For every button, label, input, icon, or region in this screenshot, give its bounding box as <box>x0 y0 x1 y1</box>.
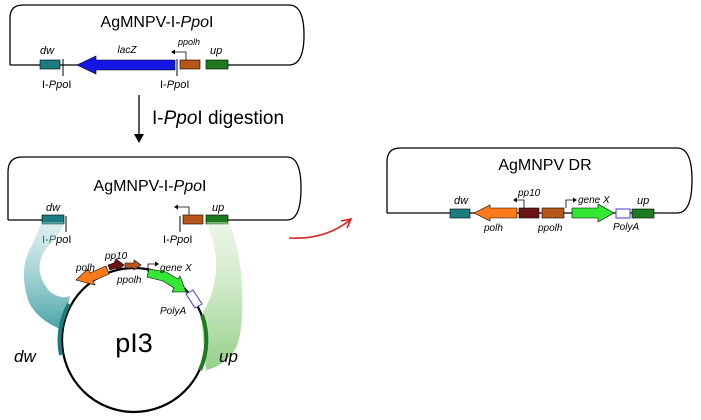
polya-box <box>615 208 631 219</box>
site-left-label: I-PpoI <box>42 79 71 91</box>
polh-label: polh <box>75 263 95 274</box>
lacz-label: lacZ <box>118 45 138 56</box>
down-arrow-icon <box>134 134 144 143</box>
polh-arrow <box>473 204 518 222</box>
up-box <box>631 208 655 219</box>
pp10-label: pp10 <box>104 251 128 262</box>
digestion-step: I-PpoI digestion <box>134 95 284 143</box>
up-label: up <box>210 45 222 57</box>
pp10-label: pp10 <box>517 188 541 199</box>
up-label: up <box>212 202 224 214</box>
result-construct-title: AgMNPV DR <box>498 157 591 174</box>
pp10-block <box>107 258 125 272</box>
gene-x-promoter-arrow <box>147 263 156 272</box>
transition-arrow <box>288 219 351 239</box>
ppolh-box <box>541 207 565 219</box>
site-right-label: I-PpoI <box>160 79 189 91</box>
gene-x-arrow <box>146 268 187 293</box>
ppolh-promoter-arrow <box>178 206 190 215</box>
plasmid-pi3: pI3 polh pp10 ppolh gene X PolyA dw up <box>14 251 238 414</box>
top-construct-title: AgMNPV-I-PpoI <box>101 14 214 31</box>
gene-x-promoter-arrow <box>565 199 574 208</box>
ppolh-box <box>179 59 201 70</box>
polh-arrow <box>75 265 110 286</box>
plasmid-up-label: up <box>219 347 238 366</box>
top-construct: AgMNPV-I-PpoI dw I-PpoI lacZ I-PpoI ppol… <box>9 4 305 91</box>
polh-label: polh <box>483 223 503 234</box>
lacz-arrow <box>76 55 176 75</box>
site-right-label: I-PpoI <box>163 234 192 246</box>
plasmid-up-segment <box>198 314 209 371</box>
ppolh-block <box>124 259 142 271</box>
up-box <box>205 59 229 70</box>
ppolh-promoter-arrow <box>175 51 187 60</box>
up-recombination-band <box>201 222 243 370</box>
polya-label: PolyA <box>160 306 186 317</box>
plasmid-dw-segment <box>57 303 71 356</box>
dw-box <box>39 59 61 70</box>
dw-label: dw <box>46 202 61 214</box>
gene-x-label: gene X <box>160 263 192 274</box>
gene-x-label: gene X <box>578 195 610 206</box>
digestion-label: I-PpoI digestion <box>152 108 284 129</box>
ppolh-label: ppolh <box>116 275 142 286</box>
plasmid-name: pI3 <box>115 328 153 358</box>
up-label: up <box>637 195 649 207</box>
gene-x-arrow <box>571 203 615 223</box>
ppolh-label: ppolh <box>177 37 200 47</box>
digested-construct-title: AgMNPV-I-PpoI <box>94 178 207 195</box>
ppolh-box <box>182 214 204 225</box>
dw-recombination-band <box>23 222 70 330</box>
ppolh-label: ppolh <box>537 223 563 234</box>
dw-box <box>449 208 471 219</box>
pp10-box <box>518 207 540 219</box>
dw-label: dw <box>40 45 55 57</box>
pp10-promoter-arrow <box>516 199 525 208</box>
polya-box <box>185 289 203 309</box>
polya-label: PolyA <box>613 222 639 233</box>
digested-construct: AgMNPV-I-PpoI dw I-PpoI I-PpoI up <box>7 156 302 246</box>
dw-label: dw <box>454 195 469 207</box>
plasmid-dw-label: dw <box>14 347 37 366</box>
red-arrowhead-icon <box>340 217 353 229</box>
result-construct: AgMNPV DR dw polh pp10 ppolh gene X Poly… <box>386 147 693 234</box>
